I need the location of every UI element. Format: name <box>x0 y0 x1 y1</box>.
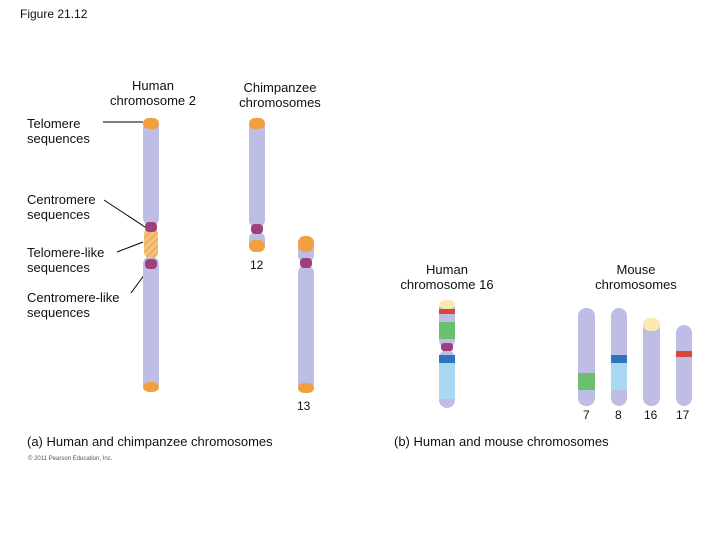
human16-centromere <box>441 343 453 351</box>
mouse16-body <box>643 318 660 406</box>
telomere-like-leader-line <box>116 241 144 253</box>
leader-lines <box>103 121 151 294</box>
mouse-chromosome-17-number: 17 <box>676 408 690 422</box>
mouse8-blue-band <box>611 355 627 363</box>
telomere-sequences-label: Telomere sequences <box>27 116 90 146</box>
mouse16-cream-band <box>643 318 660 331</box>
human-chr2-centromere <box>145 222 157 232</box>
mouse7-green-band <box>578 373 595 390</box>
human-chr2-top-telomere <box>143 118 159 129</box>
chimp12-bottom-telomere <box>249 240 265 252</box>
centromere-like-sequences-label: Centromere-like sequences <box>27 290 120 320</box>
mouse-chromosome-7-number: 7 <box>583 408 590 422</box>
mouse-chromosome-17 <box>676 325 692 406</box>
human-chr2-centromere-like <box>145 259 157 269</box>
chimp-chromosome-12-number: 12 <box>250 258 264 272</box>
mouse8-light-blue-band <box>611 363 627 390</box>
mouse-chromosome-16-number: 16 <box>644 408 658 422</box>
chimp12-centromere <box>251 224 263 234</box>
human-chr2-bottom-arm <box>143 256 159 392</box>
chimp12-top-arm <box>249 118 265 228</box>
telomere-like-sequences-label: Telomere-like sequences <box>27 245 105 275</box>
chimp13-bottom-telomere <box>298 383 314 393</box>
chimp12-top-telomere <box>249 118 265 129</box>
chimp13-centromere <box>300 258 312 268</box>
figure-title: Figure 21.12 <box>20 7 88 21</box>
human-chromosome-16 <box>439 300 455 408</box>
human16-green-band <box>439 322 455 339</box>
chimp13-top-telomere <box>298 236 314 252</box>
human-chromosome-16-label: Human chromosome 16 <box>400 262 494 292</box>
chimp13-bottom-arm <box>298 265 314 393</box>
human-chromosome-2-label: Human chromosome 2 <box>110 78 196 108</box>
human-chr2-top-arm <box>143 118 159 226</box>
mouse-chromosome-8-number: 8 <box>615 408 622 422</box>
copyright-notice: © 2011 Pearson Education, Inc. <box>28 456 113 462</box>
chimp-chromosome-13-number: 13 <box>297 399 311 413</box>
centromere-leader-line <box>103 199 149 230</box>
panel-b-caption: (b) Human and mouse chromosomes <box>394 434 609 449</box>
mouse-chromosomes-label: Mouse chromosomes <box>595 262 677 292</box>
chimpanzee-chromosomes-label: Chimpanzee chromosomes <box>239 80 321 110</box>
human-chr2-middle <box>144 228 158 258</box>
human-chr2-bottom-telomere <box>143 382 159 392</box>
chimp-chromosome-12 <box>249 118 265 252</box>
human16-light-blue-band <box>439 363 455 399</box>
mouse-chromosome-16 <box>643 318 660 406</box>
mouse-chromosome-8 <box>611 308 627 406</box>
centromere-sequences-label: Centromere sequences <box>27 192 96 222</box>
mouse-chromosome-7 <box>578 308 595 406</box>
mouse7-body <box>578 308 595 406</box>
human16-red-band <box>439 309 455 314</box>
human-chromosome-2 <box>143 118 159 392</box>
human16-blue-band <box>439 355 455 363</box>
chimp-chromosome-13 <box>298 236 314 393</box>
human16-cream-band <box>439 300 455 309</box>
panel-a-caption: (a) Human and chimpanzee chromosomes <box>27 434 273 449</box>
mouse17-red-band <box>676 351 692 357</box>
mouse17-body <box>676 325 692 406</box>
